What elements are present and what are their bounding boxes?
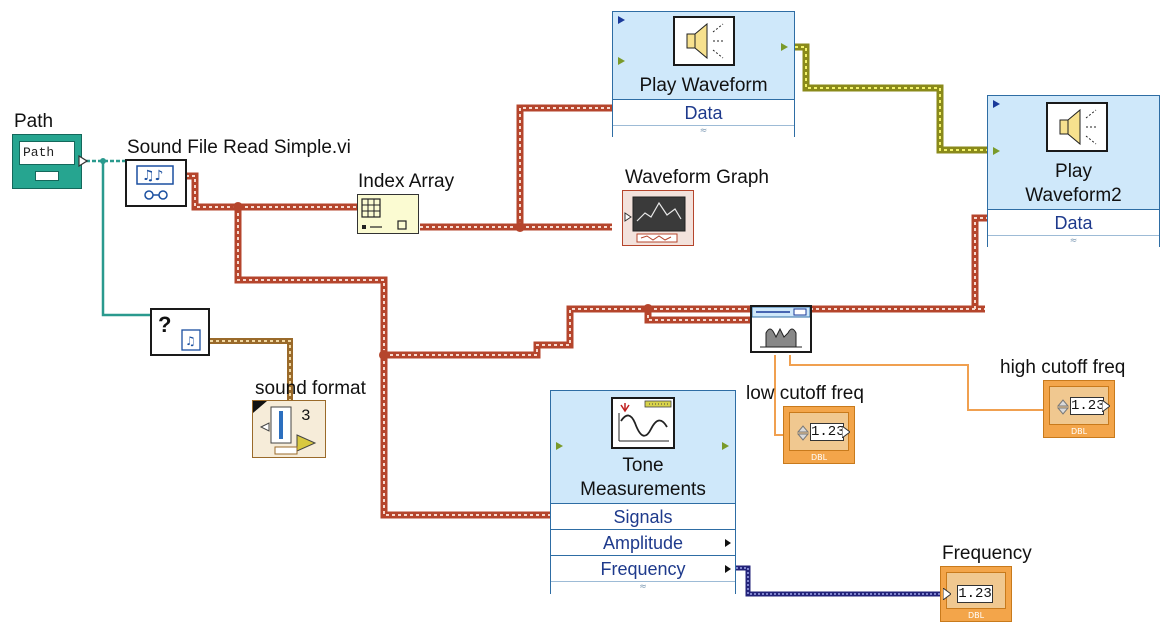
waveform-graph-indicator[interactable] bbox=[622, 190, 694, 246]
speaker-icon bbox=[673, 16, 735, 66]
low-cutoff-label: low cutoff freq bbox=[746, 383, 864, 404]
sound-format-label: sound format bbox=[255, 378, 366, 399]
path-output-terminal bbox=[78, 155, 88, 167]
tone-resize-grip[interactable]: ≈ bbox=[551, 581, 735, 594]
low-cutoff-value[interactable]: 1.23 bbox=[810, 423, 845, 441]
frequency-wire bbox=[736, 565, 945, 597]
spin-arrows-icon bbox=[796, 425, 810, 441]
waveform-graph-label: Waveform Graph bbox=[625, 167, 769, 188]
high-cutoff-control[interactable]: 1.23 DBL bbox=[1043, 380, 1115, 438]
play-waveform2-resize-grip[interactable]: ≈ bbox=[988, 235, 1159, 248]
tone-icon bbox=[611, 397, 675, 449]
play-waveform-error-terminal bbox=[618, 16, 625, 24]
sound-file-read-node[interactable]: ♫♪ bbox=[125, 159, 187, 207]
error-wire bbox=[795, 43, 990, 154]
svg-text:♫: ♫ bbox=[185, 334, 196, 348]
low-cutoff-type: DBL bbox=[810, 453, 828, 462]
index-array-node[interactable] bbox=[357, 194, 419, 234]
play-waveform-data-terminal[interactable]: Data bbox=[613, 99, 794, 126]
play-waveform2-node[interactable]: Play Waveform2 Data ≈ bbox=[987, 95, 1160, 248]
frequency-value: 1.23 bbox=[957, 585, 993, 603]
index-array-label: Index Array bbox=[358, 171, 455, 192]
frequency-type: DBL bbox=[967, 611, 985, 620]
play-waveform-output-terminal bbox=[781, 43, 788, 51]
spin-arrows-icon-2 bbox=[1056, 399, 1070, 415]
waveform-wire-inner bbox=[186, 107, 990, 516]
play-waveform-title: Play Waveform bbox=[639, 75, 768, 96]
play-waveform2-title-line1: Play bbox=[1055, 161, 1092, 182]
sound-format-query-node[interactable]: ? ♫ bbox=[150, 308, 210, 356]
frequency-output-arrow bbox=[725, 565, 731, 573]
play-waveform2-input-terminal bbox=[993, 147, 1000, 155]
tone-title-line2: Measurements bbox=[580, 479, 706, 500]
sound-format-wire bbox=[210, 338, 293, 400]
low-cutoff-terminal bbox=[842, 426, 850, 438]
tone-measurements-node[interactable]: Tone Measurements Signals Amplitude Freq… bbox=[550, 390, 736, 594]
svg-text:♫♪: ♫♪ bbox=[142, 168, 164, 184]
sound-file-read-label: Sound File Read Simple.vi bbox=[127, 137, 351, 158]
path-control[interactable]: Path bbox=[12, 134, 82, 189]
play-waveform2-title-line2: Waveform2 bbox=[1025, 185, 1122, 206]
sound-format-indicator[interactable]: 3 bbox=[252, 400, 326, 458]
sound-format-value: 3 bbox=[301, 407, 311, 425]
frequency-input-terminal bbox=[943, 588, 951, 600]
play-waveform-resize-grip[interactable]: ≈ bbox=[613, 125, 794, 138]
tone-input-terminal bbox=[556, 442, 563, 450]
tone-output-terminal bbox=[722, 442, 729, 450]
high-cutoff-label: high cutoff freq bbox=[1000, 357, 1126, 378]
filter-node[interactable] bbox=[750, 305, 812, 353]
speaker-icon-2 bbox=[1046, 102, 1108, 152]
query-icon: ? bbox=[158, 312, 172, 337]
tone-title-line1: Tone bbox=[622, 455, 664, 476]
sound-file-icon: ♫♪ bbox=[136, 165, 174, 200]
high-cutoff-value[interactable]: 1.23 bbox=[1070, 397, 1105, 415]
path-control-text: Path bbox=[23, 145, 55, 160]
filter-icon bbox=[751, 306, 811, 348]
graph-icon bbox=[624, 196, 686, 243]
sound-format-icon bbox=[253, 401, 317, 455]
tone-frequency-terminal[interactable]: Frequency bbox=[551, 555, 735, 582]
amplitude-output-arrow bbox=[725, 539, 731, 547]
sound-file-small-icon: ♫ bbox=[181, 329, 201, 351]
frequency-indicator-label: Frequency bbox=[942, 543, 1032, 564]
play-waveform-input-terminal bbox=[618, 57, 625, 65]
low-cutoff-control[interactable]: 1.23 DBL bbox=[783, 406, 855, 464]
path-glyph-icon bbox=[35, 171, 59, 181]
play-waveform2-data-terminal[interactable]: Data bbox=[988, 209, 1159, 236]
play-waveform-node[interactable]: Play Waveform Data ≈ bbox=[612, 11, 795, 138]
tone-amplitude-terminal[interactable]: Amplitude bbox=[551, 529, 735, 556]
index-array-icon bbox=[361, 198, 407, 230]
wire-junctions bbox=[100, 158, 653, 360]
path-label: Path bbox=[14, 111, 54, 132]
tone-signals-terminal[interactable]: Signals bbox=[551, 503, 735, 530]
play-waveform2-error-terminal bbox=[993, 100, 1000, 108]
high-cutoff-type: DBL bbox=[1070, 427, 1088, 436]
frequency-indicator[interactable]: 1.23 DBL bbox=[940, 566, 1012, 622]
high-cutoff-terminal bbox=[1102, 400, 1110, 412]
